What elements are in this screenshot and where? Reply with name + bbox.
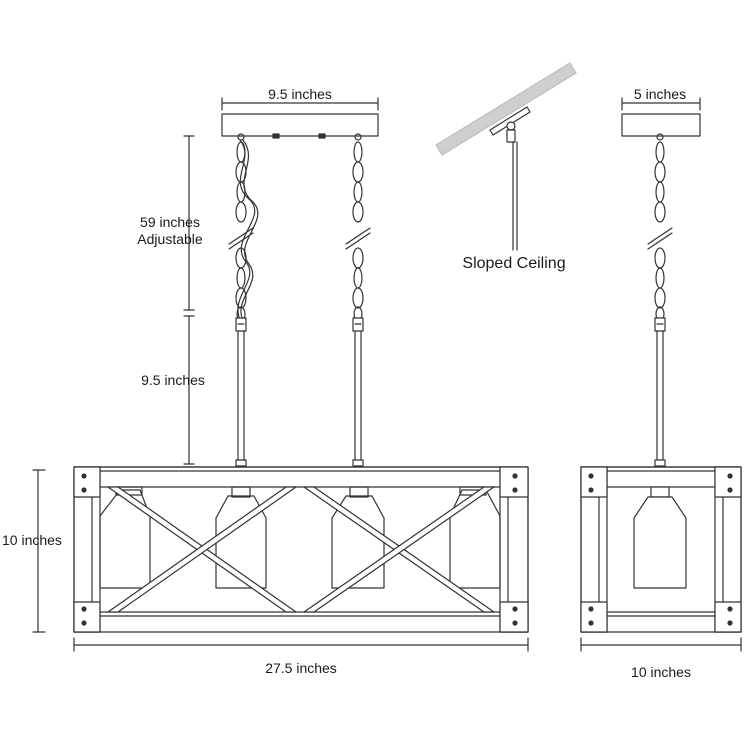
canopy-width-label-side: 5 inches	[633, 86, 687, 102]
chain-adjustable-label: Adjustable	[137, 231, 203, 247]
sloped-ceiling-label: Sloped Ceiling	[462, 255, 566, 272]
shade-2	[215, 486, 267, 589]
side-view	[580, 97, 742, 652]
canopy-width-label-front: 9.5 inches	[268, 86, 332, 102]
sloped-ceiling-view	[435, 62, 577, 251]
fixture-length-label: 27.5 inches	[265, 660, 337, 676]
chain-right	[345, 141, 371, 332]
rod-length-label: 9.5 inches	[141, 372, 205, 388]
canopy-width-dimension-side	[621, 97, 701, 111]
fixture-height-dimension	[32, 469, 46, 633]
fixture-height-label: 10 inches	[2, 532, 62, 548]
canopy-width-dimension-front	[221, 97, 379, 111]
canopy-side	[621, 113, 701, 137]
chain-length-label: 59 inches	[140, 214, 200, 230]
canopy-front	[221, 113, 379, 141]
rod-side	[654, 330, 666, 467]
rods-front	[235, 330, 364, 467]
shade-3	[331, 486, 385, 589]
fixture-frame-side	[580, 466, 742, 633]
chain-side	[647, 141, 673, 332]
fixture-length-dimension	[73, 637, 529, 652]
fixture-width-label-side: 10 inches	[631, 664, 691, 680]
chain-left	[228, 139, 259, 332]
side-width-dimension	[580, 637, 742, 652]
front-view	[32, 97, 529, 652]
shade-side	[633, 486, 687, 589]
x-braces	[107, 486, 495, 613]
chain-dimension-line	[183, 135, 195, 465]
